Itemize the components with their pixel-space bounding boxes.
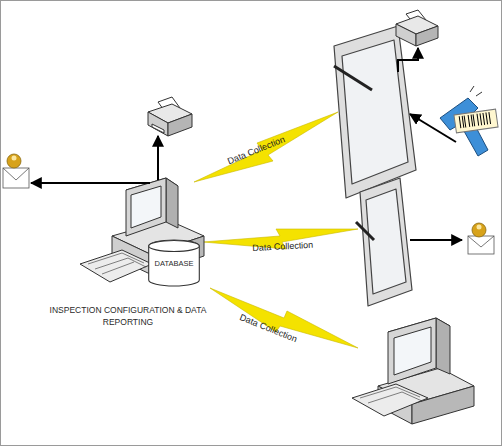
barcode-scanner <box>480 113 482 125</box>
barcode-scanner <box>440 86 498 156</box>
tablet <box>366 189 406 294</box>
barcode-scanner <box>473 114 475 126</box>
server-node: INSPECTION CONFIGURATION & DATA REPORTIN… <box>38 172 218 332</box>
barcode-scanner <box>464 116 466 128</box>
server-computer <box>80 250 152 282</box>
email-icon <box>468 236 494 254</box>
printer <box>396 10 438 46</box>
email-icon <box>472 223 486 237</box>
server-computer <box>80 178 204 282</box>
server-computer <box>131 186 161 228</box>
barcode-scanner <box>470 86 474 92</box>
email-icon <box>3 168 29 180</box>
lightning-bolt <box>210 288 358 348</box>
printer <box>148 97 192 136</box>
client-computer <box>352 318 474 424</box>
node-title: INSPECTION CONFIGURATION & DATA REPORTIN… <box>43 304 213 329</box>
printer <box>148 112 168 136</box>
barcode-scanner <box>486 113 488 125</box>
barcode-scanner <box>459 116 461 128</box>
email-icon <box>468 236 494 247</box>
arrow-line <box>410 114 456 142</box>
link-label: Data Collection <box>252 240 313 253</box>
tablet <box>360 178 412 306</box>
barcode-scanner <box>454 109 498 133</box>
client-computer <box>388 318 436 384</box>
node-title: DATABASE <box>148 259 200 270</box>
lightning-bolt <box>194 112 338 182</box>
printer <box>152 124 164 133</box>
email-icon <box>7 154 21 168</box>
arrow-line <box>410 239 462 241</box>
tablet <box>356 222 374 240</box>
client-computer <box>368 392 422 403</box>
barcode-scanner <box>476 92 482 96</box>
tablet <box>334 26 416 198</box>
email-icon <box>3 154 29 188</box>
printer <box>168 114 192 136</box>
arrow-line <box>398 48 418 72</box>
barcode-scanner <box>477 114 479 126</box>
arrow-line <box>31 182 150 184</box>
client-computer <box>412 386 474 424</box>
tablet <box>334 66 372 90</box>
client-computer <box>436 318 450 374</box>
barcode-scanner <box>468 115 470 127</box>
lightning-bolt <box>194 112 358 348</box>
cylinder-top <box>149 241 200 252</box>
barcode-scanner <box>489 112 491 124</box>
barcode-scanner <box>483 113 485 125</box>
barcode-scanner <box>459 112 490 128</box>
server-computer <box>88 253 144 264</box>
client-computer <box>352 384 428 416</box>
database-cylinder: DATABASE <box>148 240 200 286</box>
server-computer <box>126 178 166 236</box>
tablet <box>356 178 412 306</box>
cylinder-body <box>149 240 200 286</box>
tablet <box>334 26 416 198</box>
server-computer <box>102 262 134 274</box>
printer <box>416 26 438 46</box>
barcode-scanner <box>462 116 464 128</box>
server-computer <box>166 178 178 228</box>
arrow-line <box>157 136 159 180</box>
client-computer <box>394 327 431 375</box>
email-icon <box>12 156 17 161</box>
email-icon <box>477 225 482 230</box>
email-icon <box>3 168 29 188</box>
barcode-scanner <box>471 115 473 127</box>
printer <box>396 24 416 46</box>
email-icon <box>468 223 494 254</box>
